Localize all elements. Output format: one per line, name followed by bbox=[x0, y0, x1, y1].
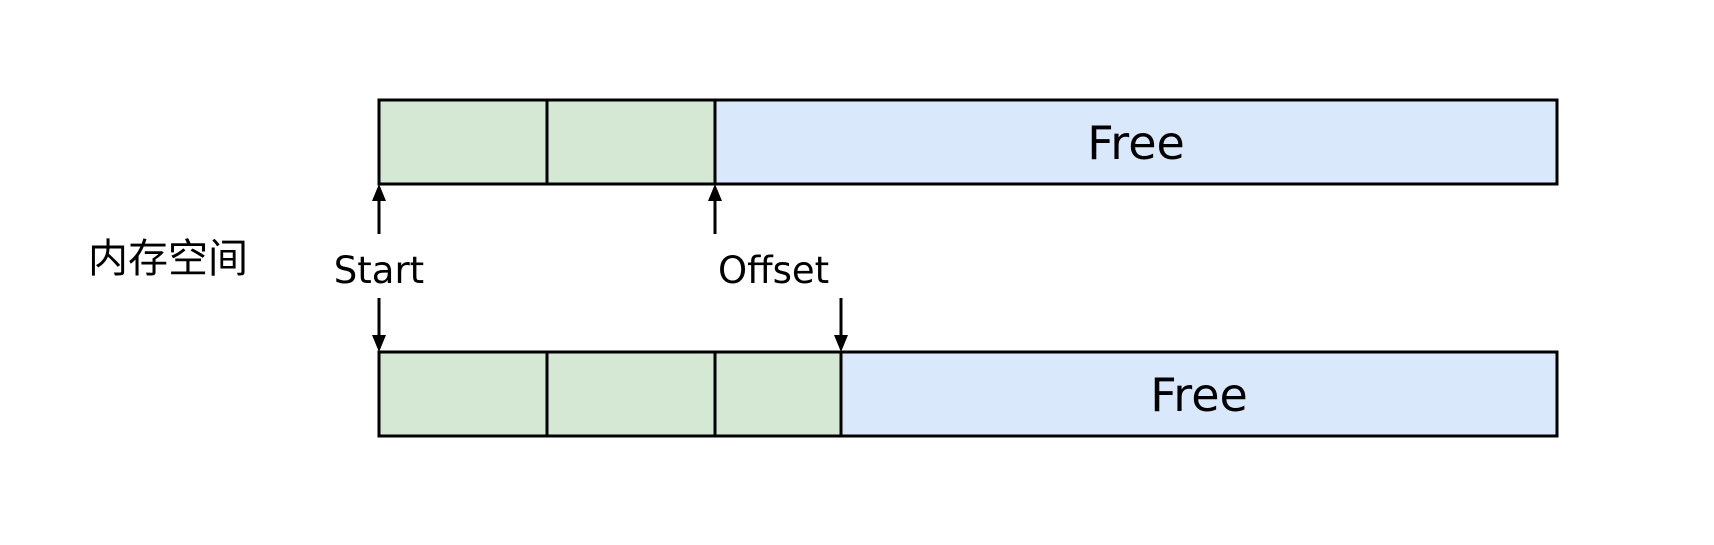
free-label: Free bbox=[1150, 368, 1248, 422]
used-block bbox=[377, 98, 549, 186]
free-region bbox=[839, 350, 1559, 438]
start-label: Start bbox=[334, 249, 424, 292]
free-label: Free bbox=[1087, 116, 1185, 170]
used-block bbox=[713, 350, 843, 438]
used-block bbox=[545, 98, 717, 186]
free-region bbox=[713, 98, 1559, 186]
memory-space-label: 内存空间 bbox=[88, 236, 248, 282]
used-block bbox=[545, 350, 717, 438]
start-pointer-down-arrow bbox=[372, 298, 386, 352]
used-block bbox=[377, 350, 549, 438]
memory-row-after: Free bbox=[377, 350, 1559, 438]
start-pointer-up-arrow bbox=[372, 184, 386, 234]
memory-row-before: Free bbox=[377, 98, 1559, 186]
offset-label: Offset bbox=[718, 249, 829, 292]
offset-pointer-down-arrow bbox=[834, 298, 848, 352]
offset-pointer-up-arrow bbox=[708, 184, 722, 234]
